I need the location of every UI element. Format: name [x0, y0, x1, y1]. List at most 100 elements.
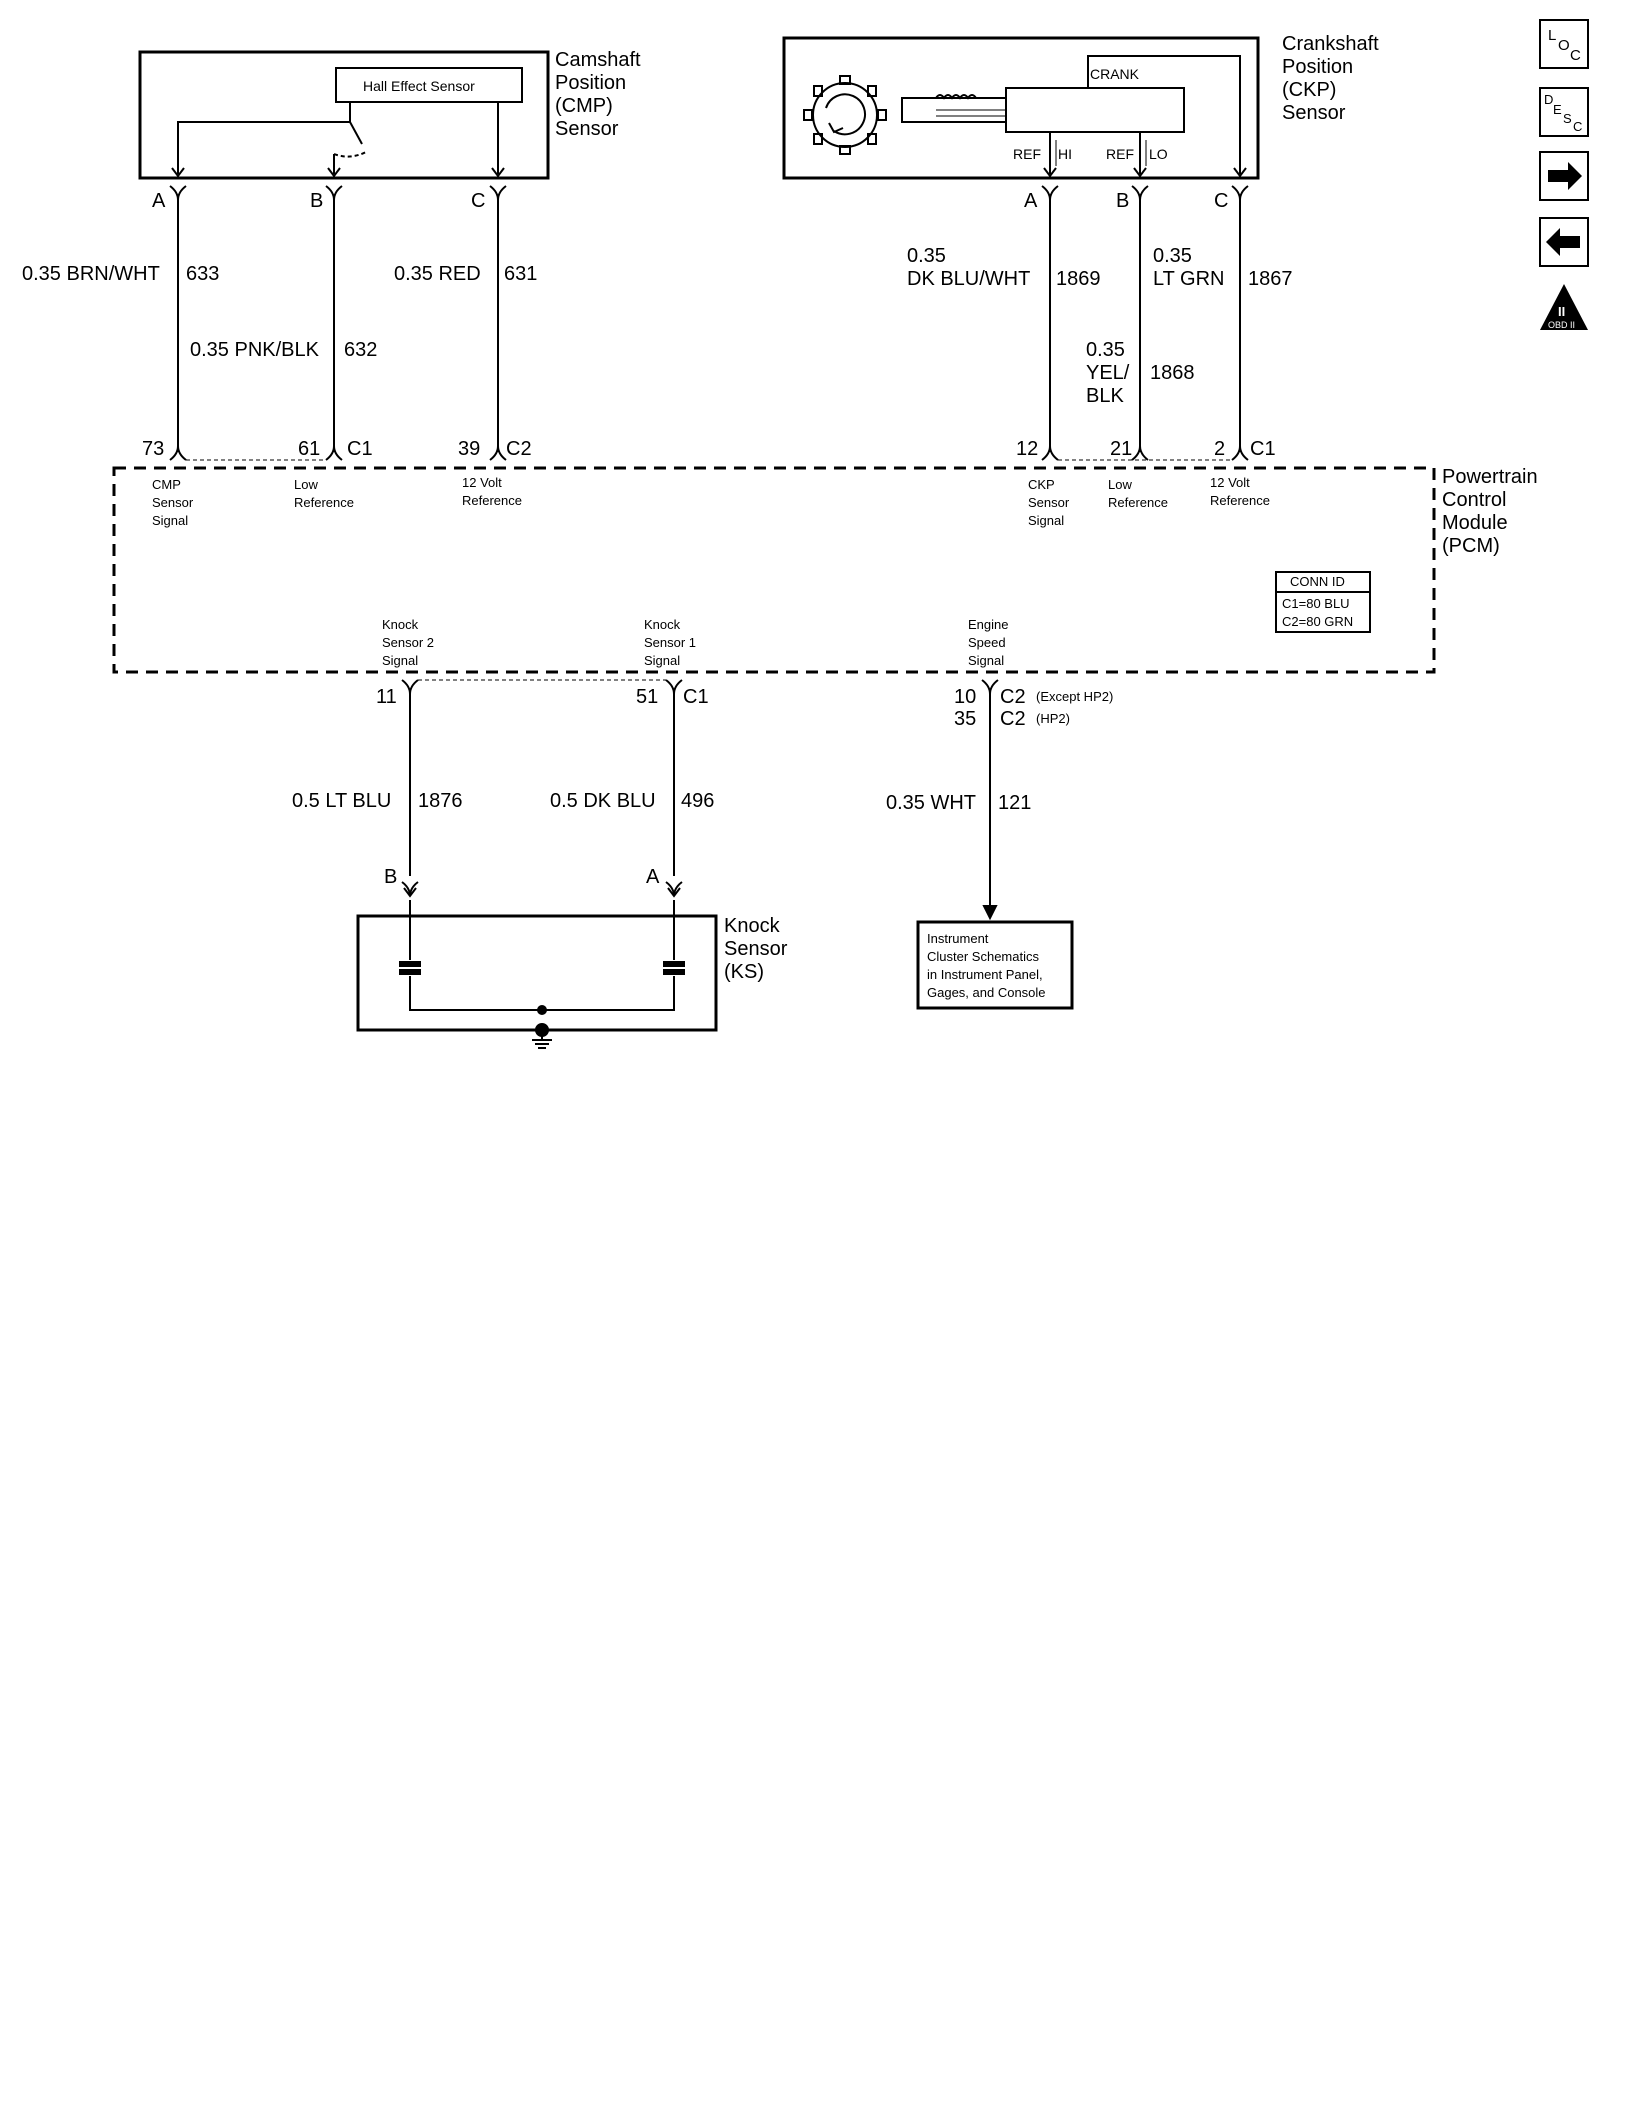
ckp-title-line-3: (CKP)	[1282, 79, 1336, 101]
wire-496-number: 496	[681, 790, 714, 812]
wire-632-color: 0.35 PNK/BLK	[190, 339, 320, 361]
pcm-label-ks2-2: Sensor 2	[382, 635, 434, 650]
left-arrow-icon	[1546, 228, 1580, 256]
pcm-title-line-1: Powertrain	[1442, 466, 1538, 488]
ckp-coil	[935, 94, 977, 100]
wire-632-number: 632	[344, 339, 377, 361]
pcm-c1-label-top-left: C1	[347, 438, 373, 460]
pcm-box	[112, 466, 1436, 674]
pcm-c2-hp2: (HP2)	[1036, 711, 1070, 726]
right-arrow-icon	[1548, 162, 1582, 190]
desc-button-frame	[1539, 87, 1589, 137]
pcm-title: Powertrain Control Module (PCM)	[1442, 466, 1538, 557]
pcm-label-ckp-signal-1: CKP	[1028, 477, 1055, 492]
ckp-arrow-c	[1233, 167, 1247, 178]
ks-piezo-a-bottom	[663, 969, 685, 975]
instrument-line-4: Gages, and Console	[927, 985, 1046, 1000]
cmp-switch-dashed	[333, 151, 367, 158]
ckp-pin-b: B	[1116, 190, 1129, 212]
cmp-internal-wire-a	[177, 102, 351, 174]
pcm-c2-label-bottom-1: C2	[1000, 686, 1026, 708]
ckp-title-line-4: Sensor	[1282, 102, 1346, 124]
wire-1869-color: DK BLU/WHT	[907, 268, 1030, 290]
pcm-pin-11: 11	[376, 686, 397, 708]
hall-effect-label: Hall Effect Sensor	[363, 78, 475, 94]
pcm-label-ks1-3: Signal	[644, 653, 680, 668]
pcm-pin-61: 61	[298, 438, 320, 460]
ks-pin-b: B	[384, 866, 397, 888]
pcm-label-ckp-signal-3: Signal	[1028, 513, 1064, 528]
instrument-cluster-reference[interactable]: Instrument Cluster Schematics in Instrum…	[927, 931, 1046, 1000]
pcm-pin-12: 12	[1016, 438, 1038, 460]
wire-1868-color-1: YEL/	[1086, 362, 1130, 384]
pcm-connector-73	[169, 445, 187, 461]
wire-631-number: 631	[504, 263, 537, 285]
ckp-sensor-box	[782, 36, 1260, 180]
pcm-c2-label-top: C2	[506, 438, 532, 460]
pcm-label-cmp-signal-3: Signal	[152, 513, 188, 528]
cmp-pin-b: B	[310, 190, 323, 212]
ckp-pin-c: C	[1214, 190, 1228, 212]
pcm-c1-label-bottom: C1	[683, 686, 709, 708]
pcm-pin-51: 51	[636, 686, 658, 708]
desc-button[interactable]: D E S C	[1539, 87, 1589, 137]
loc-letter-o: O	[1558, 37, 1570, 54]
wire-121-number: 121	[998, 792, 1031, 814]
loc-button-frame	[1539, 19, 1589, 69]
wire-1876-color: 0.5 LT BLU	[292, 790, 391, 812]
reluctor-arrowhead	[828, 122, 844, 134]
loc-button[interactable]: L O C	[1539, 19, 1589, 69]
wire-121-arrowhead	[982, 905, 998, 921]
wire-633-number: 633	[186, 263, 219, 285]
wire-1868-gauge: 0.35	[1086, 339, 1125, 361]
pcm-label-low-ref-1-b: Reference	[294, 495, 354, 510]
wire-496-color: 0.5 DK BLU	[550, 790, 656, 812]
ckp-ref-lo-ref: REF	[1106, 146, 1134, 162]
wire-1876-number: 1876	[418, 790, 463, 812]
pcm-pin-39: 39	[458, 438, 480, 460]
cmp-pin-a: A	[152, 190, 166, 212]
ckp-connector-a	[1041, 185, 1059, 201]
pcm-label-ks2-3: Signal	[382, 653, 418, 668]
ks-title-line-1: Knock	[724, 915, 781, 937]
next-page-button[interactable]	[1539, 151, 1589, 201]
desc-letter-e: E	[1553, 102, 1562, 117]
ks-ground-junction	[537, 1005, 547, 1015]
pcm-pin-73: 73	[142, 438, 164, 460]
loc-letter-c: C	[1570, 47, 1581, 64]
cmp-title-line-4: Sensor	[555, 118, 619, 140]
obd-ii-button[interactable]: II OBD II	[1540, 284, 1588, 330]
instrument-line-2: Cluster Schematics	[927, 949, 1039, 964]
ks-arrow-a	[667, 887, 681, 898]
ckp-pin-a: A	[1024, 190, 1038, 212]
cmp-title-line-1: Camshaft	[555, 49, 641, 71]
hall-effect-box	[335, 67, 523, 103]
ckp-arrow-a	[1043, 167, 1057, 178]
ks-internal-ground-wire	[409, 976, 675, 1011]
knock-sensor-title: Knock Sensor (KS)	[724, 915, 788, 983]
ckp-ref-hi-ref: REF	[1013, 146, 1041, 162]
conn-id-box	[1275, 571, 1371, 633]
wire-1868-number: 1868	[1150, 362, 1195, 384]
pcm-label-cmp-signal-2: Sensor	[152, 495, 194, 510]
pcm-connector-10	[981, 679, 999, 695]
ckp-connector-c	[1231, 185, 1249, 201]
pcm-label-low-ref-1-a: Low	[294, 477, 318, 492]
desc-letter-s: S	[1563, 111, 1572, 126]
cmp-title: Camshaft Position (CMP) Sensor	[555, 49, 641, 140]
pcm-label-cmp-signal-1: CMP	[152, 477, 181, 492]
prev-page-button[interactable]	[1539, 217, 1589, 267]
pcm-label-12v-ref-1-a: 12 Volt	[462, 475, 502, 490]
pcm-pin-10: 10	[954, 686, 976, 708]
wire-1867-number: 1867	[1248, 268, 1293, 290]
cmp-title-line-3: (CMP)	[555, 95, 613, 117]
pcm-pin-21: 21	[1110, 438, 1132, 460]
pcm-label-12v-ref-1-b: Reference	[462, 493, 522, 508]
pcm-label-ks1-2: Sensor 1	[644, 635, 696, 650]
pcm-connector-39	[489, 445, 507, 461]
pcm-connector-12	[1041, 445, 1059, 461]
pcm-label-eng-speed-2: Speed	[968, 635, 1006, 650]
cmp-connector-a	[169, 185, 187, 201]
loc-big-letter: L	[1548, 27, 1556, 44]
